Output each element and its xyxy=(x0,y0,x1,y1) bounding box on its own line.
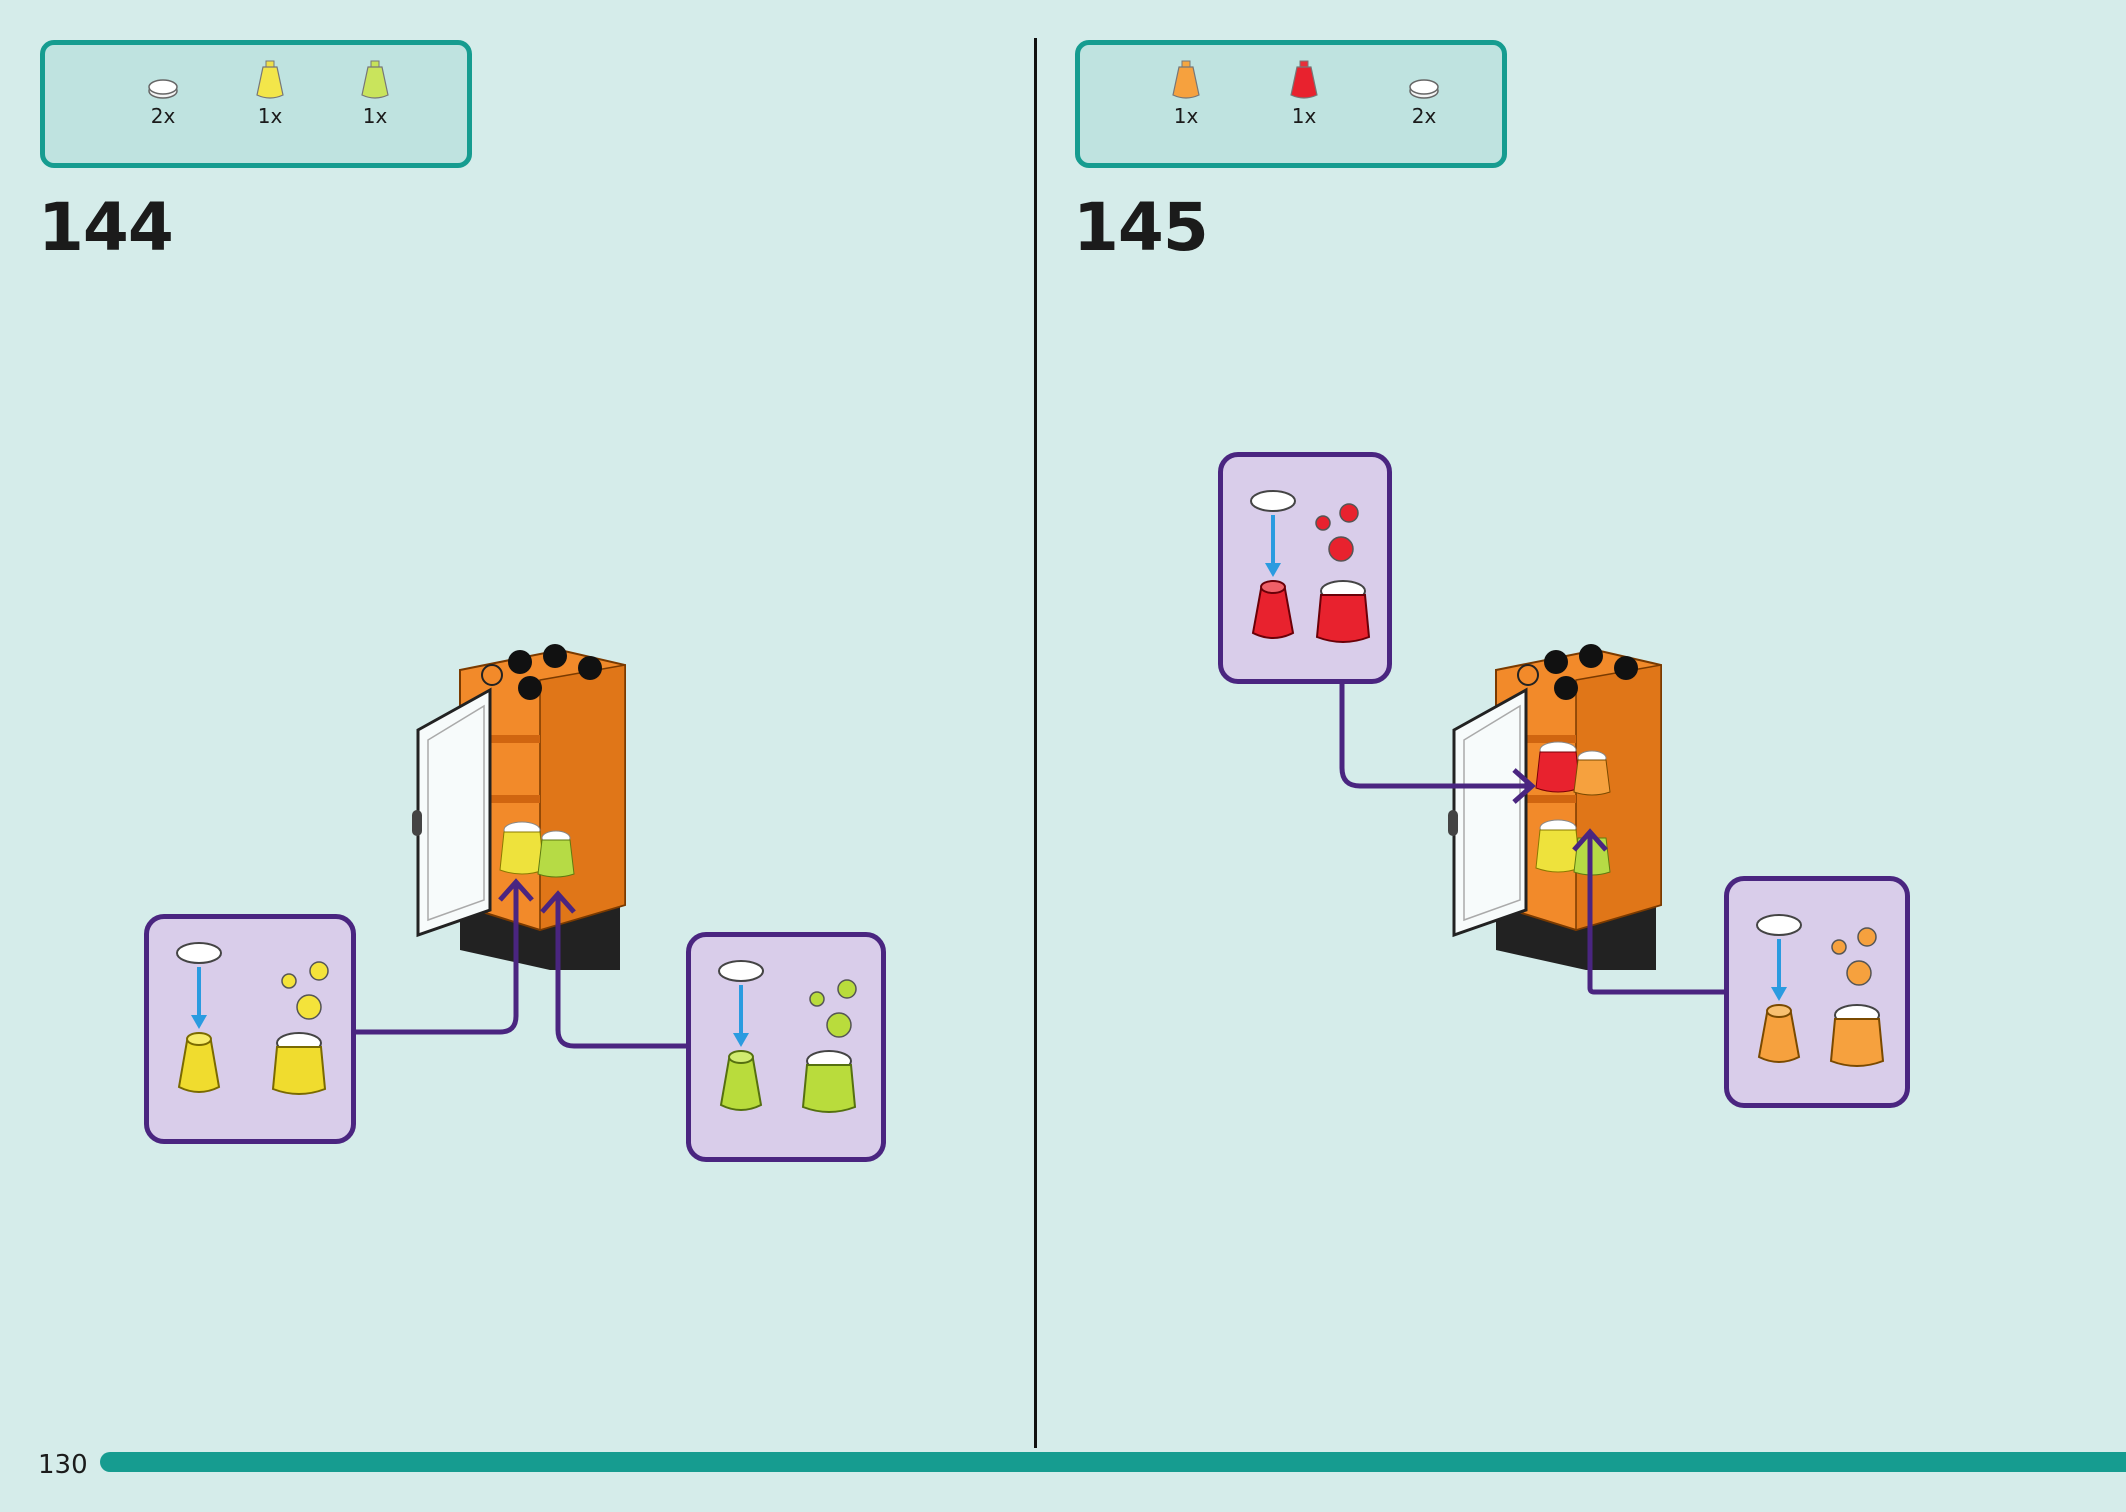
part-lime-cone: 1x xyxy=(345,60,405,128)
part-quantity: 1x xyxy=(1173,104,1199,128)
step-number: 145 xyxy=(1073,189,1209,266)
orange-trans-cone-icon xyxy=(1172,60,1200,99)
white-round-tile-icon xyxy=(1409,79,1439,99)
footer-bar xyxy=(100,1452,2126,1472)
assembly-callout-yellow xyxy=(144,914,356,1144)
page-divider xyxy=(1034,38,1037,1448)
part-quantity: 1x xyxy=(362,104,388,128)
white-round-tile-icon xyxy=(176,942,222,964)
part-orange-cone: 1x xyxy=(1156,60,1216,128)
connector-arrows-step-144 xyxy=(356,878,686,1049)
part-quantity: 2x xyxy=(150,104,176,128)
part-white-round-tile: 2x xyxy=(1394,73,1454,127)
assembly-callout-orange xyxy=(1724,876,1910,1108)
part-yellow-cone: 1x xyxy=(240,60,300,128)
white-round-tile-icon xyxy=(148,79,178,99)
part-quantity: 1x xyxy=(1291,104,1317,128)
page-number: 130 xyxy=(38,1450,88,1480)
part-quantity: 1x xyxy=(257,104,283,128)
parts-list-step-145: 1x 1x 2x xyxy=(1075,40,1507,168)
parts-list-step-144: 2x 1x 1x xyxy=(40,40,472,168)
part-red-cone: 1x xyxy=(1274,60,1334,128)
part-quantity: 2x xyxy=(1411,104,1437,128)
lime-trans-cone-icon xyxy=(361,60,389,99)
fridge-model-illustration xyxy=(412,644,626,970)
part-white-round-tile: 2x xyxy=(133,73,193,127)
yellow-trans-cone-icon xyxy=(256,60,284,99)
red-trans-cone-icon xyxy=(1290,60,1318,99)
fridge-model-illustration xyxy=(1448,644,1662,970)
assembly-callout-red xyxy=(1218,452,1392,684)
assembly-callout-lime xyxy=(686,932,886,1162)
connector-arrows-step-145 xyxy=(1339,684,1724,995)
step-number: 144 xyxy=(38,189,174,266)
